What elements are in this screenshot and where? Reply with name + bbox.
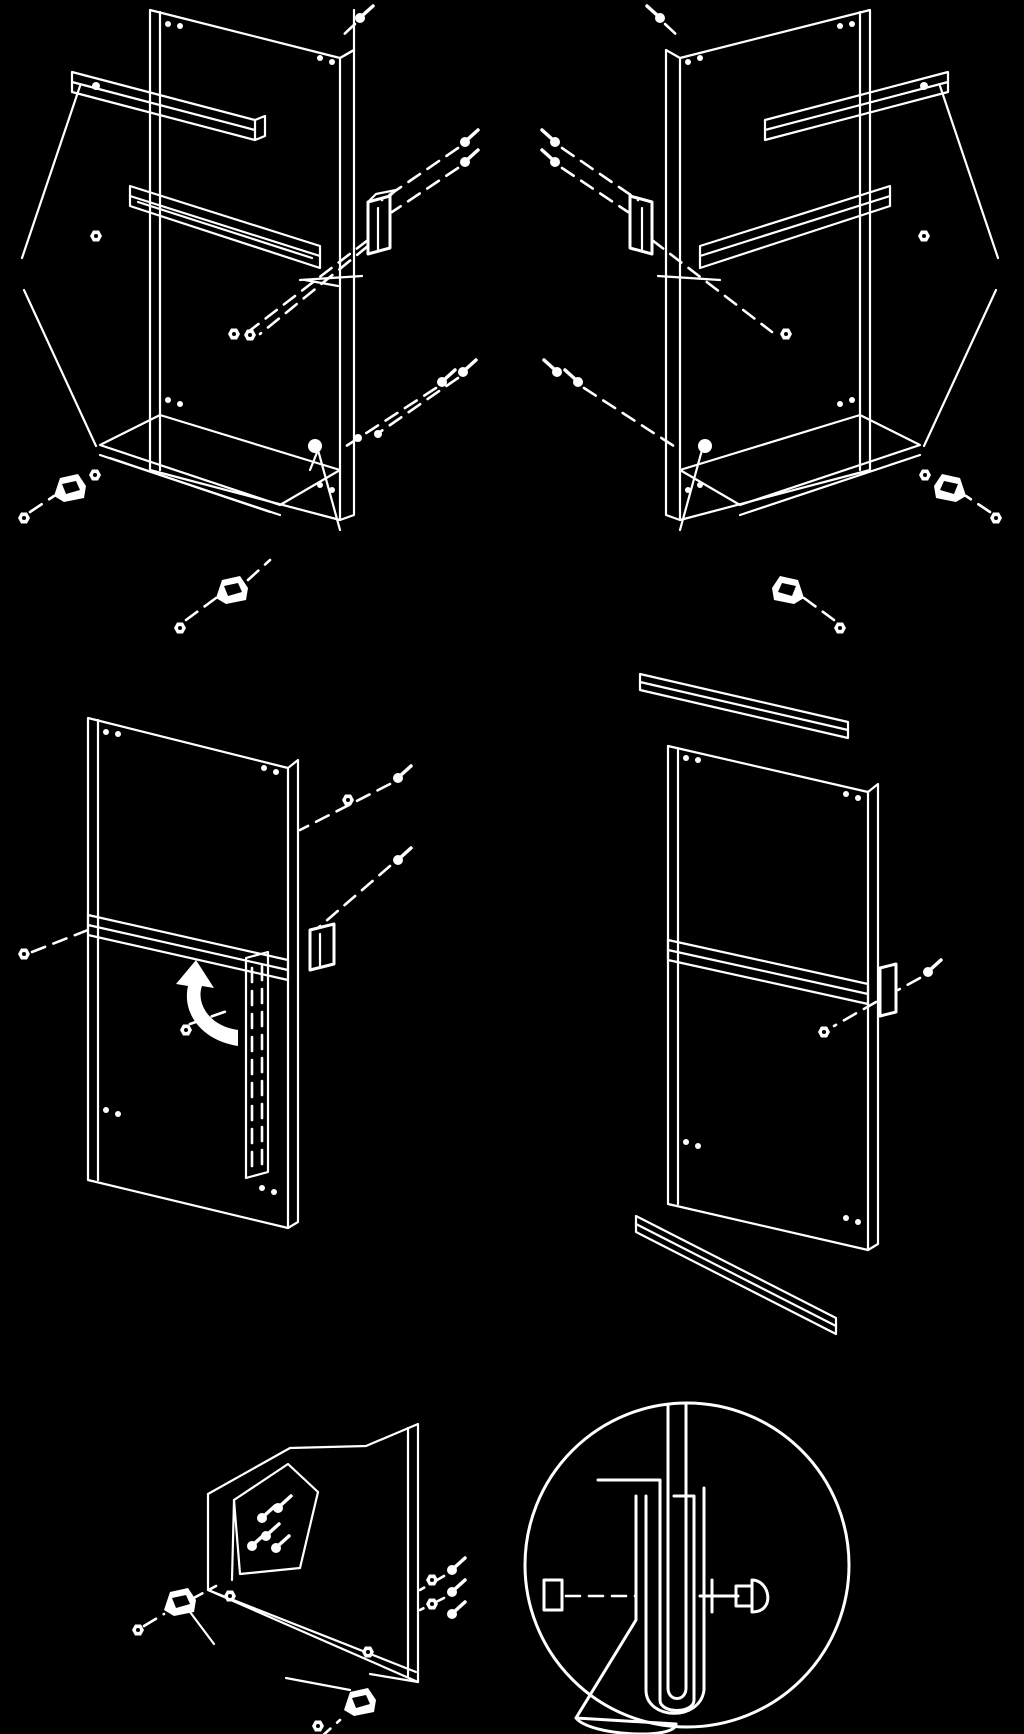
hex-nut-icon	[698, 230, 1002, 634]
divider-panel-right	[634, 672, 943, 1336]
side-bracket	[628, 194, 654, 256]
divider-panel-left	[18, 716, 413, 1230]
hex-nut-icon	[818, 1026, 830, 1038]
top-rail	[70, 70, 267, 142]
mounting-foot-icon	[28, 474, 272, 622]
detail-callout	[523, 1401, 851, 1734]
side-bracket	[878, 962, 898, 1018]
side-panel	[148, 8, 356, 522]
bottom-shelf	[98, 413, 342, 517]
right-side-panel-assembly	[540, 4, 1002, 634]
hex-nut-icon	[18, 230, 382, 634]
mounting-foot-icon	[164, 1588, 376, 1716]
slotted-channel	[244, 950, 270, 1180]
bottom-shelf	[678, 413, 922, 517]
mounting-foot-icon	[772, 474, 992, 622]
brace-line	[20, 84, 364, 532]
middle-rail	[666, 938, 870, 1006]
cabinet-corner	[206, 1422, 420, 1684]
screw-line	[540, 4, 774, 452]
panel-edge	[666, 1403, 688, 1700]
hex-nut-icon	[18, 794, 354, 1036]
screw-icon	[542, 1578, 770, 1614]
screw-line	[30, 764, 413, 1026]
hardware-callout	[232, 1462, 320, 1576]
brace-line	[656, 84, 1000, 532]
bottom-rail	[634, 1214, 838, 1336]
bottom-foot-assembly	[132, 1422, 467, 1734]
leader-line	[188, 1610, 352, 1692]
top-rail	[638, 672, 850, 740]
divider-panel	[86, 716, 300, 1230]
middle-rail	[128, 184, 322, 270]
side-bracket	[308, 922, 336, 972]
middle-rail	[86, 913, 290, 982]
screw-line	[246, 4, 480, 452]
screw-line	[142, 1556, 467, 1734]
screw-line	[832, 958, 943, 1028]
divider-panel	[666, 744, 880, 1252]
rotate-arrow-icon	[176, 960, 238, 1046]
left-side-panel-assembly	[18, 4, 480, 634]
middle-rail	[698, 184, 892, 270]
top-rail	[763, 70, 950, 142]
